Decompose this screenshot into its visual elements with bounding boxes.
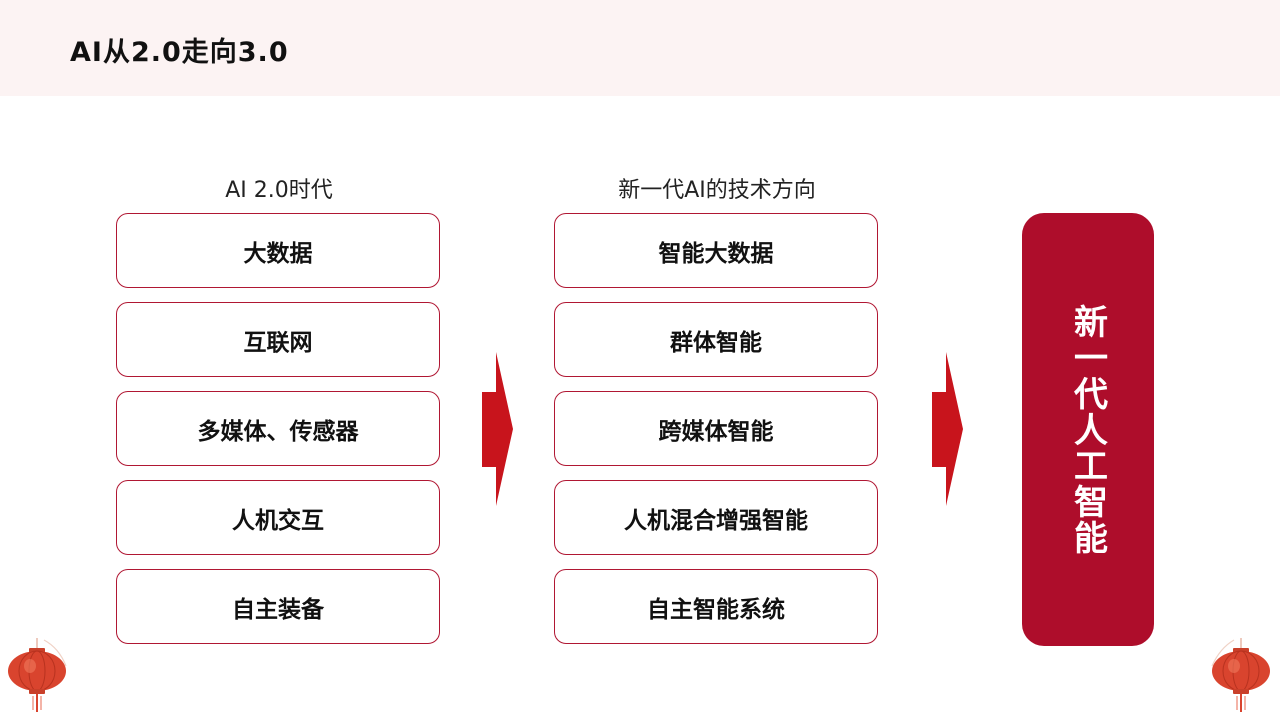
lantern-icon: [1211, 638, 1270, 712]
lantern-icon: [8, 638, 67, 712]
middle-item: 人机混合增强智能: [554, 480, 878, 555]
middle-item: 跨媒体智能: [554, 391, 878, 466]
right-arrow-icon: [932, 352, 963, 506]
middle-item: 智能大数据: [554, 213, 878, 288]
result-label: 新一代人工智能: [1067, 303, 1108, 556]
right-arrow-icon: [482, 352, 513, 506]
left-item: 大数据: [116, 213, 440, 288]
middle-column-heading: 新一代AI的技术方向: [618, 178, 816, 203]
result-box: 新一代人工智能: [1022, 213, 1154, 646]
header-bar: AI从2.0走向3.0: [0, 0, 1280, 96]
middle-item: 群体智能: [554, 302, 878, 377]
middle-item: 自主智能系统: [554, 569, 878, 644]
left-item: 自主装备: [116, 569, 440, 644]
page-title: AI从2.0走向3.0: [70, 37, 289, 68]
left-item: 人机交互: [116, 480, 440, 555]
left-item: 互联网: [116, 302, 440, 377]
left-column-heading: AI 2.0时代: [225, 178, 333, 203]
left-item: 多媒体、传感器: [116, 391, 440, 466]
